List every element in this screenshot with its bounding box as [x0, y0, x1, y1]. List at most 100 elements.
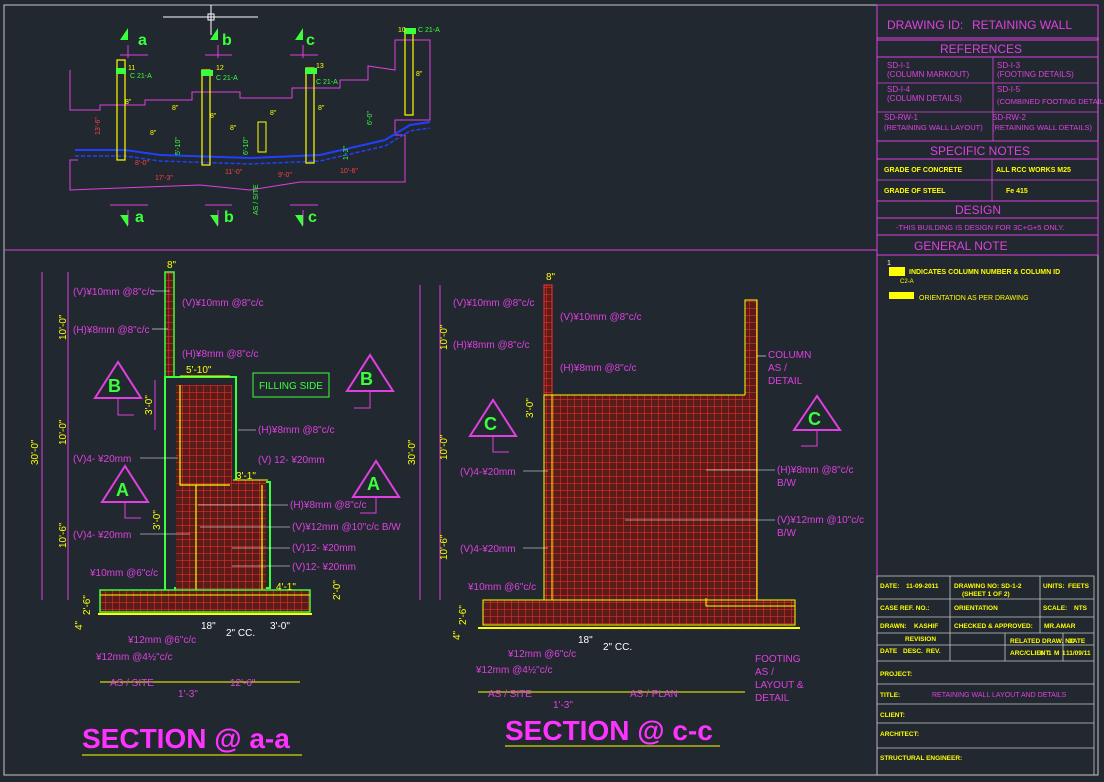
svg-text:DATE: DATE — [880, 648, 898, 655]
svg-text:¥12mm @6"c/c: ¥12mm @6"c/c — [507, 649, 576, 660]
svg-text:18": 18" — [201, 621, 216, 632]
svg-text:DESC.: DESC. — [903, 648, 923, 655]
svg-text:(COLUMN MARKOUT): (COLUMN MARKOUT) — [887, 70, 970, 79]
svg-text:8": 8" — [172, 105, 179, 112]
svg-text:(COMBINED FOOTING DETAILS): (COMBINED FOOTING DETAILS) — [997, 97, 1104, 106]
svg-text:2'-0": 2'-0" — [332, 580, 343, 600]
svg-text:ORIENTATION AS PER DRAWING: ORIENTATION AS PER DRAWING — [919, 295, 1029, 302]
svg-text:17'-3": 17'-3" — [155, 175, 173, 182]
svg-text:M: M — [1054, 650, 1059, 657]
svg-text:RETAINING WALL LAYOUT AND DETA: RETAINING WALL LAYOUT AND DETAILS — [932, 692, 1067, 699]
svg-text:SD-I-3: SD-I-3 — [997, 61, 1021, 70]
svg-text:(H)¥8mm @8"c/c: (H)¥8mm @8"c/c — [777, 465, 853, 476]
svg-text:AS /: AS / — [768, 363, 787, 374]
svg-text:SD-RW-2: SD-RW-2 — [992, 113, 1026, 122]
svg-text:GENERAL NOTE: GENERAL NOTE — [914, 239, 1008, 253]
svg-text:SPECIFIC NOTES: SPECIFIC NOTES — [930, 144, 1030, 158]
svg-text:C2-A: C2-A — [900, 279, 914, 285]
svg-text:LAYOUT &: LAYOUT & — [755, 680, 804, 691]
svg-text:(FOOTING DETAILS): (FOOTING DETAILS) — [997, 70, 1074, 79]
section-aa: FILLING SIDE B B A A 8" 30'-0" 10'-0" 10… — [30, 260, 401, 756]
svg-text:0: 0 — [1040, 650, 1044, 657]
svg-text:3'-0": 3'-0" — [144, 395, 155, 415]
svg-text:DRAWING ID:: DRAWING ID: — [887, 18, 963, 32]
svg-text:FOOTING: FOOTING — [755, 654, 801, 665]
svg-text:AS / SITE: AS / SITE — [488, 689, 532, 700]
svg-text:10'-0": 10'-0" — [58, 314, 69, 340]
svg-text:8": 8" — [318, 105, 325, 112]
svg-text:11-09-2011: 11-09-2011 — [906, 583, 939, 590]
svg-text:1: 1 — [1048, 650, 1052, 657]
svg-text:B/W: B/W — [777, 478, 796, 489]
svg-text:SCALE:: SCALE: — [1043, 605, 1067, 612]
svg-text:8": 8" — [270, 110, 277, 117]
svg-text:SD-I-1: SD-I-1 — [887, 61, 911, 70]
svg-text:3'-0": 3'-0" — [152, 510, 163, 530]
svg-text:5'-10": 5'-10" — [186, 365, 212, 376]
svg-text:2" CC.: 2" CC. — [226, 628, 255, 639]
svg-text:8": 8" — [416, 71, 423, 78]
svg-text:10: 10 — [398, 27, 406, 34]
svg-text:UNITS:: UNITS: — [1043, 583, 1065, 590]
svg-text:1'-3": 1'-3" — [343, 146, 350, 160]
svg-text:C: C — [484, 414, 497, 434]
svg-text:A: A — [116, 480, 129, 500]
section-marker-b-top: b — [222, 32, 232, 49]
title-block: DRAWING ID: RETAINING WALL REFERENCES SD… — [876, 4, 1104, 776]
svg-text:30'-0": 30'-0" — [30, 439, 41, 465]
svg-text:1: 1 — [887, 260, 891, 267]
cc-footing — [482, 599, 796, 626]
svg-text:DRAWING NO: SD-1-2: DRAWING NO: SD-1-2 — [954, 583, 1022, 590]
svg-text:FEETS: FEETS — [1068, 583, 1090, 590]
svg-text:C 21-A: C 21-A — [316, 79, 338, 86]
svg-text:AS /: AS / — [755, 667, 774, 678]
svg-text:8": 8" — [230, 125, 237, 132]
plan-wall-outline — [69, 39, 431, 191]
svg-text:GRADE OF STEEL: GRADE OF STEEL — [884, 188, 946, 195]
svg-text:Fe 415: Fe 415 — [1006, 188, 1028, 195]
marker-A-right: A — [351, 459, 401, 514]
svg-text:11/09/11: 11/09/11 — [1066, 650, 1091, 657]
svg-text:10'-0": 10'-0" — [58, 419, 69, 445]
svg-text:DATE:: DATE: — [880, 583, 899, 590]
svg-text:ARCHITECT:: ARCHITECT: — [880, 731, 919, 738]
svg-text:¥12mm @4½"c/c: ¥12mm @4½"c/c — [95, 652, 173, 663]
svg-text:3'-0": 3'-0" — [270, 621, 290, 632]
svg-text:(H)¥8mm @8"c/c: (H)¥8mm @8"c/c — [290, 500, 366, 511]
svg-text:ALL RCC WORKS M25: ALL RCC WORKS M25 — [996, 167, 1071, 174]
svg-text:10'-6": 10'-6" — [439, 534, 450, 560]
marker-C-right: C — [792, 394, 842, 447]
marker-C-left: C — [468, 398, 518, 453]
svg-text:FILLING SIDE: FILLING SIDE — [259, 381, 323, 392]
svg-text:8": 8" — [210, 113, 217, 120]
svg-text:(V)¥10mm @8"c/c: (V)¥10mm @8"c/c — [453, 298, 535, 309]
svg-text:(H)¥8mm @8"c/c: (H)¥8mm @8"c/c — [560, 363, 636, 374]
svg-text:SD-I-5: SD-I-5 — [997, 85, 1021, 94]
svg-text:8": 8" — [150, 130, 157, 137]
svg-text:SD-I-4: SD-I-4 — [887, 85, 911, 94]
svg-text:13: 13 — [316, 63, 324, 70]
marker-B-right: B — [345, 353, 395, 409]
svg-text:AS / SITE: AS / SITE — [253, 184, 260, 215]
plan-column-13 — [305, 67, 315, 164]
svg-text:5'-10": 5'-10" — [175, 137, 182, 155]
svg-text:DETAIL: DETAIL — [768, 376, 803, 387]
svg-text:(V)¥12mm @10"c/c: (V)¥12mm @10"c/c — [777, 515, 864, 526]
svg-text:RETAINING WALL: RETAINING WALL — [972, 18, 1072, 32]
svg-text:¥12mm @4½"c/c: ¥12mm @4½"c/c — [475, 665, 553, 676]
svg-text:(SHEET 1 OF 2): (SHEET 1 OF 2) — [962, 591, 1010, 598]
svg-text:(V) 12- ¥20mm: (V) 12- ¥20mm — [258, 455, 325, 466]
aa-mesh-lower — [176, 480, 266, 590]
svg-text:(COLUMN DETAILS): (COLUMN DETAILS) — [887, 94, 962, 103]
svg-text:REVISION: REVISION — [905, 636, 936, 643]
svg-text:3'-0": 3'-0" — [525, 398, 536, 418]
svg-text:REFERENCES: REFERENCES — [940, 42, 1022, 56]
svg-text:8'-0": 8'-0" — [135, 160, 149, 167]
svg-text:DATE: DATE — [1068, 638, 1086, 645]
svg-text:(RETAINING WALL DETAILS): (RETAINING WALL DETAILS) — [992, 123, 1093, 132]
marker-A-left: A — [100, 464, 150, 519]
svg-text:DRAWN:: DRAWN: — [880, 623, 907, 630]
svg-text:NTS: NTS — [1074, 605, 1088, 612]
svg-text:1: 1 — [1062, 650, 1066, 657]
